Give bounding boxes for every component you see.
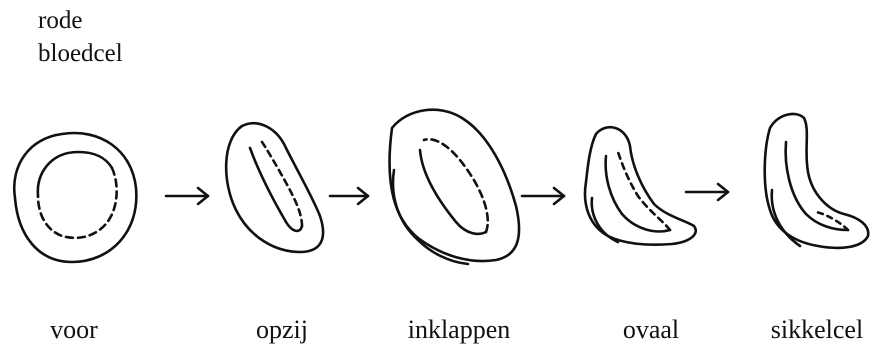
cell-sickle-inner-dashed <box>814 210 850 232</box>
cell-oval-inner <box>604 154 672 233</box>
cell-sideways <box>224 121 325 254</box>
cell-sideways-inner <box>248 146 304 233</box>
cell-collapsing-inner <box>418 148 488 236</box>
stage-label-voor: voor <box>50 315 98 344</box>
arrow-right-icon <box>684 182 730 202</box>
cell-round-inner-dashed <box>36 166 118 240</box>
arrow-right-icon <box>520 186 566 206</box>
cell-sideways-inner-dashed <box>260 140 304 228</box>
cell-collapsing <box>388 108 521 266</box>
diagram-title: rode bloedcel <box>38 4 123 70</box>
title-line-2: bloedcel <box>38 40 123 67</box>
cell-oval-inner-dashed <box>616 150 672 232</box>
cell-collapsing-inner-dashed <box>422 137 490 234</box>
arrow-right-icon <box>328 186 370 206</box>
stage-label-inklappen: inklappen <box>407 315 511 344</box>
cell-round-inner <box>36 150 114 198</box>
arrow-right-icon <box>164 186 210 206</box>
cell-oval-outer <box>583 125 697 247</box>
cell-oval <box>583 125 697 247</box>
cell-round <box>12 131 138 264</box>
cell-sickle-fold <box>770 188 802 248</box>
cell-sideways-outer <box>224 121 325 254</box>
cell-sickle-inner <box>784 140 850 232</box>
cell-oval-fold <box>590 196 620 244</box>
cell-collapsing-outer <box>388 108 521 263</box>
cell-round-outer <box>12 131 138 264</box>
cell-collapsing-fold <box>391 168 470 266</box>
stage-label-opzij: opzij <box>256 315 308 344</box>
stage-label-ovaal: ovaal <box>622 315 680 344</box>
title-line-1: rode <box>38 7 83 34</box>
cell-sickle-outer <box>763 112 870 250</box>
stage-label-sikkelcel: sikkelcel <box>770 315 864 344</box>
cell-sickle <box>763 112 870 250</box>
